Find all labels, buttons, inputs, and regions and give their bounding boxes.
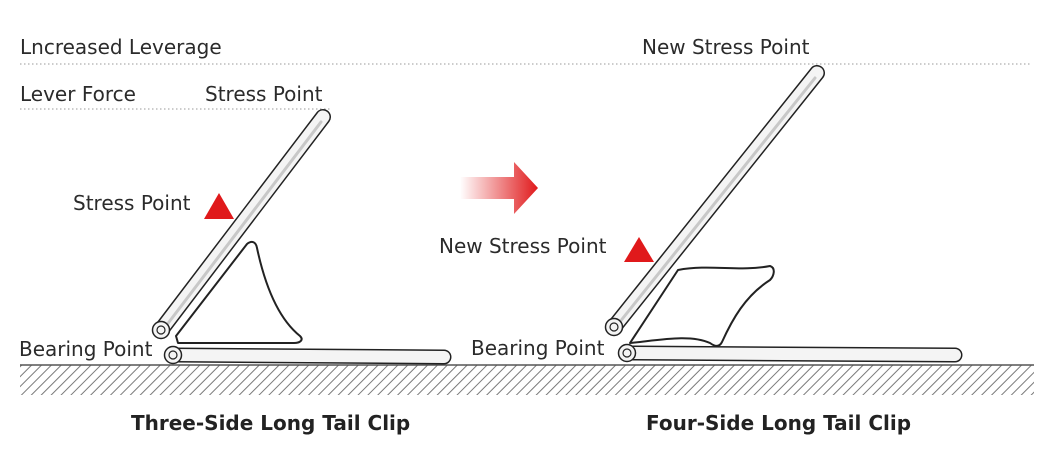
transition-arrow bbox=[460, 162, 538, 214]
left-base-pivot-inner bbox=[168, 350, 178, 360]
four-side-clip-figure bbox=[604, 65, 963, 363]
ground-hatch bbox=[20, 365, 1034, 395]
new-stress-point-label: New Stress Point bbox=[439, 234, 607, 258]
left-lever-rod-shade bbox=[164, 120, 323, 328]
three-side-clip-figure bbox=[151, 109, 452, 365]
new-stress-point-top-label: New Stress Point bbox=[642, 35, 810, 59]
right-base-pivot-inner bbox=[622, 348, 632, 358]
left-bearing-point-label: Bearing Point bbox=[19, 337, 153, 361]
three-side-caption: Three-Side Long Tail Clip bbox=[131, 411, 411, 435]
right-lever-rod-shade bbox=[617, 76, 817, 325]
stress-point-label: Stress Point bbox=[73, 191, 191, 215]
left-lever-pivot-inner bbox=[156, 325, 166, 335]
left-clip-wire bbox=[175, 240, 303, 344]
right-bearing-point-label: Bearing Point bbox=[471, 336, 605, 360]
right-lever-pivot-inner bbox=[609, 322, 619, 332]
right-clip-wire bbox=[629, 265, 775, 347]
left-base-rod bbox=[168, 349, 450, 363]
right-stress-marker bbox=[624, 237, 654, 262]
right-base-pivot bbox=[617, 343, 637, 363]
right-base-rod bbox=[622, 347, 961, 361]
stress-point-top-label: Stress Point bbox=[205, 82, 323, 106]
right-lever-pivot bbox=[604, 317, 624, 337]
lever-force-label: Lever Force bbox=[20, 82, 136, 106]
left-base-pivot bbox=[163, 345, 183, 365]
four-side-caption: Four-Side Long Tail Clip bbox=[646, 411, 912, 435]
left-stress-marker bbox=[204, 193, 234, 219]
increased-leverage-label: Lncreased Leverage bbox=[20, 35, 222, 59]
left-lever-pivot bbox=[151, 320, 171, 340]
